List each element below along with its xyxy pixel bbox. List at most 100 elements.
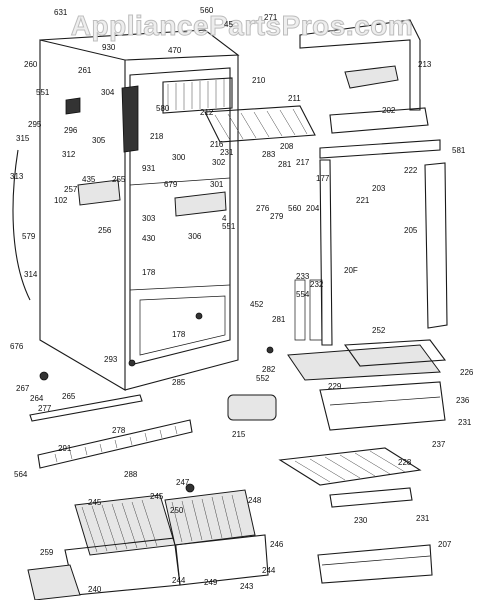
part-callout-216: 216: [210, 140, 224, 149]
part-callout-264: 264: [30, 394, 44, 403]
part-callout-228: 228: [398, 458, 412, 467]
part-callout-233: 233: [296, 272, 310, 281]
part-callout-931: 931: [142, 164, 156, 173]
part-callout-244a: 244: [172, 576, 186, 585]
part-callout-231b: 231: [458, 418, 472, 427]
part-callout-271: 271: [264, 13, 278, 22]
part-callout-4: 4: [222, 214, 227, 223]
part-callout-560b: 560: [288, 204, 302, 213]
part-callout-250: 250: [170, 506, 184, 515]
part-callout-178b: 178: [172, 330, 186, 339]
part-callout-265: 265: [62, 392, 76, 401]
part-callout-278: 278: [112, 426, 126, 435]
part-callout-285: 285: [172, 378, 186, 387]
part-callout-296: 296: [64, 126, 78, 135]
part-callout-247: 247: [176, 478, 190, 487]
part-callout-277: 277: [38, 404, 52, 413]
part-callout-631: 631: [54, 8, 68, 17]
part-callout-231c: 231: [416, 514, 430, 523]
part-callout-212: 212: [200, 108, 214, 117]
part-callout-211: 211: [288, 94, 301, 103]
part-callout-306: 306: [188, 232, 202, 241]
part-callout-245b: 245: [88, 498, 102, 507]
part-callout-207: 207: [438, 540, 452, 549]
part-callout-231a: 231: [220, 148, 234, 157]
part-callout-257: 257: [64, 185, 78, 194]
part-callout-205: 205: [404, 226, 418, 235]
part-callout-283: 283: [262, 150, 276, 159]
part-callout-215: 215: [232, 430, 246, 439]
part-callout-281b: 281: [272, 315, 286, 324]
part-callout-564: 564: [14, 470, 28, 479]
part-callout-291: 291: [58, 444, 72, 453]
part-callout-230: 230: [354, 516, 368, 525]
part-callout-237: 237: [432, 440, 446, 449]
part-callout-295: 295: [28, 120, 42, 129]
crisper-drawers-right: [287, 339, 447, 431]
part-callout-312: 312: [62, 150, 76, 159]
part-callout-222: 222: [404, 166, 418, 175]
part-callout-279: 279: [270, 212, 284, 221]
part-callout-221: 221: [356, 196, 370, 205]
part-callout-452: 452: [250, 300, 264, 309]
part-callout-202: 202: [382, 106, 396, 115]
part-callout-551a: 551: [36, 88, 50, 97]
part-callout-282: 282: [262, 365, 276, 374]
part-callout-20F: 20F: [344, 266, 358, 275]
part-callout-305: 305: [92, 136, 106, 145]
part-callout-252: 252: [372, 326, 386, 335]
part-callout-226: 226: [460, 368, 474, 377]
part-callout-579: 579: [22, 232, 36, 241]
part-callout-430: 430: [142, 234, 156, 243]
part-callout-217: 217: [296, 158, 310, 167]
door-bin-207: [317, 544, 433, 584]
part-callout-256: 256: [98, 226, 112, 235]
part-callout-236: 236: [456, 396, 470, 405]
part-callout-102: 102: [54, 196, 68, 205]
part-callout-304: 304: [101, 88, 115, 97]
part-callout-435: 435: [82, 175, 96, 184]
part-callout-313: 313: [10, 172, 24, 181]
part-callout-288: 288: [124, 470, 138, 479]
part-callout-260: 260: [24, 60, 38, 69]
shelf-228: [278, 447, 422, 508]
part-callout-248: 248: [248, 496, 262, 505]
part-callout-210: 210: [252, 76, 266, 85]
part-callout-301: 301: [210, 180, 224, 189]
part-callout-300: 300: [172, 153, 186, 162]
rail-277: [29, 394, 143, 422]
part-callout-581: 581: [452, 146, 466, 155]
part-callout-293: 293: [104, 355, 118, 364]
part-callout-261: 261: [78, 66, 92, 75]
part-callout-204: 204: [306, 204, 320, 213]
part-callout-244b: 244: [262, 566, 276, 575]
part-callout-552: 552: [256, 374, 270, 383]
grate-259: [27, 564, 81, 600]
part-callout-45: 45: [224, 20, 233, 29]
part-callout-551b: 551: [222, 222, 236, 231]
part-callout-218: 218: [150, 132, 164, 141]
part-callout-554: 554: [296, 290, 310, 299]
part-callout-315: 315: [16, 134, 30, 143]
part-callout-178a: 178: [142, 268, 156, 277]
part-callout-470: 470: [168, 46, 182, 55]
part-callout-177: 177: [316, 174, 330, 183]
part-callout-580: 580: [156, 104, 170, 113]
part-callout-303: 303: [142, 214, 156, 223]
part-callout-246: 246: [270, 540, 284, 549]
part-callout-259: 259: [40, 548, 54, 557]
part-callout-676: 676: [10, 342, 24, 351]
part-callout-203: 203: [372, 184, 386, 193]
part-callout-302: 302: [212, 158, 226, 167]
part-callout-240: 240: [88, 585, 102, 594]
door-seals: [294, 159, 333, 346]
part-callout-560a: 560: [200, 6, 214, 15]
part-callout-930: 930: [102, 43, 116, 52]
kick-plate-288: [37, 419, 193, 469]
part-callout-249: 249: [204, 578, 218, 587]
part-callout-314: 314: [24, 270, 38, 279]
part-callout-267: 267: [16, 384, 30, 393]
door-frame: [299, 19, 448, 329]
part-callout-281a: 281: [278, 160, 292, 169]
